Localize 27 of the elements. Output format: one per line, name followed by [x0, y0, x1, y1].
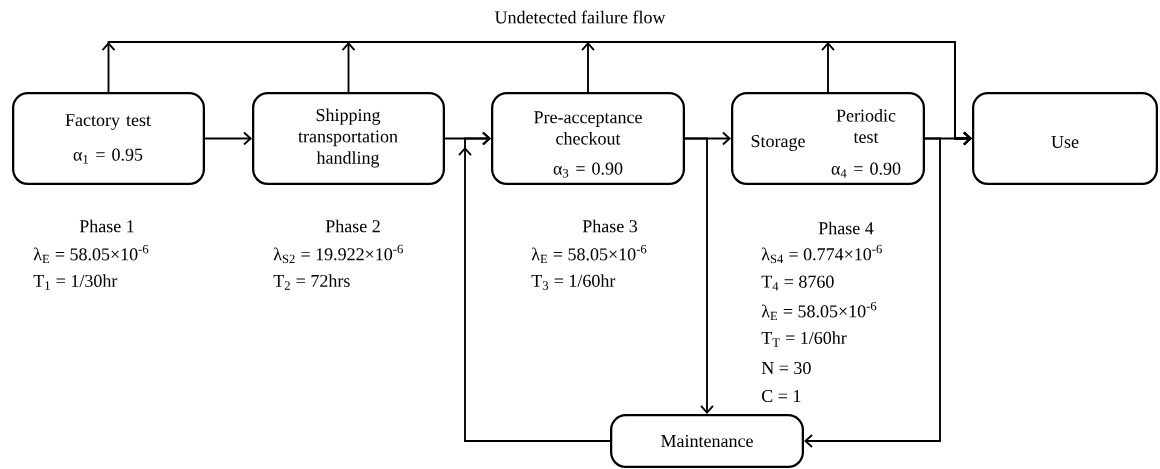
process-box: Factory test α$_{1}$ = 0.95 — [12, 92, 205, 185]
phase-heading: Phase 4 — [818, 221, 874, 235]
parameter-text: T$_{1}$ = 1/30hr — [33, 274, 118, 290]
parameter-text: λ$_{E}$ = 58.05×10$^{-6}$ — [33, 244, 149, 264]
process-box: Pre-acceptance checkout α$_{3}$ = 0.90 — [491, 92, 685, 185]
flow-arrow — [458, 131, 611, 442]
phase-heading: Phase 1 — [79, 219, 134, 233]
parameter-text: T$_{3}$ = 1/60hr — [531, 274, 616, 290]
parameter-text: λ$_{S4}$ = 0.774×10$^{-6}$ — [761, 244, 882, 264]
flow-arrow — [684, 137, 714, 414]
parameter-text: λ$_{E}$ = 58.05×10$^{-6}$ — [531, 244, 647, 264]
flow-label: Undetected failure flow — [494, 10, 666, 24]
process-box: Maintenance — [610, 414, 804, 468]
parameter-text: λ$_{S2}$ = 19.922×10$^{-6}$ — [273, 244, 403, 264]
parameter-text: λ$_{E}$ = 58.05×10$^{-6}$ — [761, 301, 877, 321]
process-box: Storage Periodic test α$_{4}$ = 0.90 — [731, 92, 925, 185]
parameter-text: T$_{T}$ = 1/60hr — [761, 331, 847, 347]
parameter-text: T$_{4}$ = 8760 — [761, 275, 834, 291]
flow-arrow — [804, 137, 941, 448]
flow-arrow — [821, 41, 972, 146]
process-box: Use — [972, 92, 1158, 185]
phase-heading: Phase 3 — [582, 219, 638, 233]
parameter-text: N = 30 — [761, 361, 811, 375]
parameter-text: T$_{2}$ = 72hrs — [273, 274, 350, 290]
process-box: Shipping transportation handling — [252, 92, 445, 185]
phase-heading: Phase 2 — [325, 219, 380, 233]
flow-arrow — [204, 131, 252, 146]
